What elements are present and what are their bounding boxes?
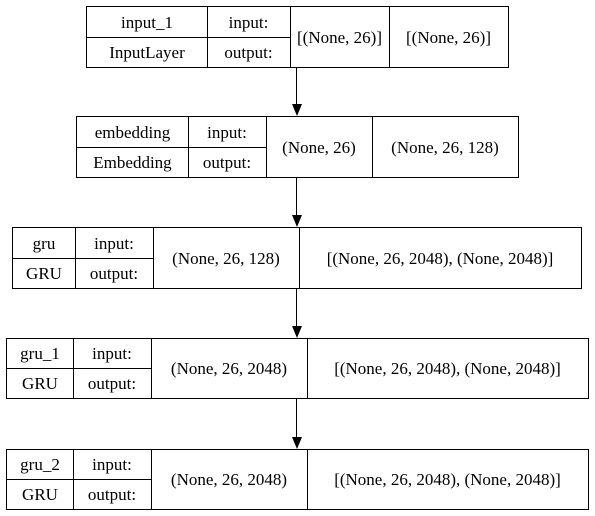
edge-line	[296, 289, 297, 328]
output-shape: [(None, 26)]	[406, 27, 491, 47]
arrow-down-icon	[292, 326, 302, 338]
divider	[13, 258, 153, 259]
layer-type: GRU	[26, 263, 62, 283]
divider	[372, 117, 373, 177]
divider	[266, 117, 267, 177]
arrow-down-icon	[292, 437, 302, 449]
output-shape: (None, 26, 128)	[391, 137, 499, 157]
layer-node-gru-1: gru_1 GRU input: output: (None, 26, 2048…	[6, 338, 589, 399]
layer-name: gru_1	[20, 344, 60, 363]
output-shape: [(None, 26, 2048), (None, 2048)]	[326, 248, 554, 268]
input-label: input:	[228, 12, 269, 32]
output-label: output:	[202, 152, 252, 172]
layer-type: Embedding	[93, 152, 172, 172]
edge-line	[296, 68, 297, 106]
input-shape: (None, 26, 2048)	[170, 470, 288, 489]
input-label: input:	[94, 233, 134, 253]
layer-name: gru	[32, 233, 56, 253]
divider	[153, 228, 154, 288]
input-shape: (None, 26, 2048)	[170, 359, 288, 378]
output-label: output:	[89, 263, 139, 283]
output-label: output:	[87, 484, 137, 504]
input-label: input:	[92, 455, 132, 474]
edge-line	[296, 178, 297, 217]
divider	[87, 37, 290, 38]
edge-line	[296, 399, 297, 439]
layer-type: InputLayer	[109, 42, 185, 62]
output-label: output:	[224, 42, 273, 62]
divider	[299, 228, 300, 288]
layer-type: GRU	[22, 373, 58, 393]
layer-node-gru-2: gru_2 GRU input: output: (None, 26, 2048…	[6, 449, 589, 510]
divider	[7, 479, 151, 480]
layer-node-embedding: embedding Embedding input: output: (None…	[76, 116, 519, 178]
output-label: output:	[87, 373, 137, 393]
divider	[307, 339, 308, 398]
divider	[77, 147, 266, 148]
input-shape: (None, 26)	[282, 137, 356, 157]
layer-node-gru: gru GRU input: output: (None, 26, 128) […	[12, 227, 582, 289]
input-shape: (None, 26, 128)	[172, 248, 280, 268]
output-shape: [(None, 26, 2048), (None, 2048)]	[334, 470, 561, 489]
divider	[151, 339, 152, 398]
input-shape: [(None, 26)]	[297, 27, 382, 47]
layer-name: embedding	[94, 122, 171, 142]
layer-name: gru_2	[20, 455, 60, 474]
divider	[290, 7, 291, 67]
arrow-down-icon	[292, 215, 302, 227]
divider	[307, 450, 308, 509]
divider	[389, 7, 390, 67]
input-label: input:	[92, 344, 132, 363]
divider	[151, 450, 152, 509]
layer-name: input_1	[121, 12, 173, 32]
layer-type: GRU	[22, 484, 58, 504]
arrow-down-icon	[292, 104, 302, 116]
input-label: input:	[207, 122, 247, 142]
divider	[7, 368, 151, 369]
layer-node-input-1: input_1 InputLayer input: output: [(None…	[86, 6, 509, 68]
output-shape: [(None, 26, 2048), (None, 2048)]	[334, 359, 561, 378]
